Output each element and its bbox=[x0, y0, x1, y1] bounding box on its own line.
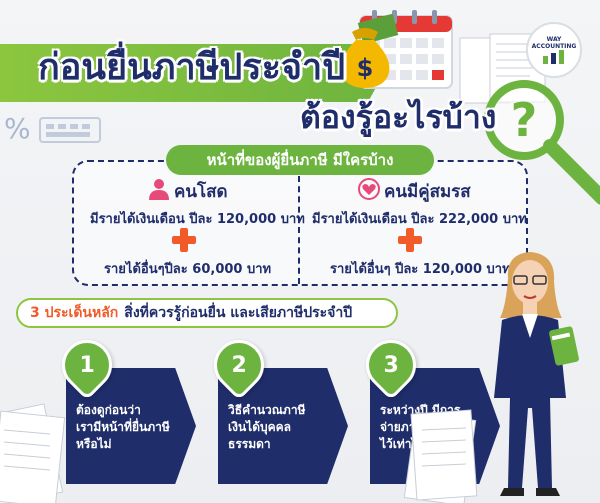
svg-text:$: $ bbox=[357, 54, 374, 82]
logo-text-line1: WAY bbox=[546, 36, 562, 43]
key-points-highlight: 3 ประเด็นหลัก bbox=[30, 305, 119, 321]
logo-text-line2: ACCOUNTING bbox=[531, 43, 577, 50]
magnifier-question-icon: ? bbox=[484, 80, 600, 205]
svg-text:%: % bbox=[4, 112, 31, 145]
svg-text:?: ? bbox=[511, 93, 538, 147]
single-salary: มีรายได้เงินเดือน ปีละ 120,000 บาท bbox=[90, 212, 305, 227]
married-salary: มีรายได้เงินเดือน ปีละ 222,000 บาท bbox=[312, 212, 527, 227]
plus-icon bbox=[172, 228, 196, 252]
single-other-income: รายได้อื่นๆปีละ 60,000 บาท bbox=[104, 262, 272, 277]
key-points-text: สิ่งที่ควรรู้ก่อนยื่น และเสียภาษีประจำปี bbox=[124, 305, 353, 321]
taxpayer-info-box bbox=[72, 160, 528, 286]
page-subtitle: ต้องรู้อะไรบ้าง bbox=[300, 98, 497, 136]
taxpayer-section-header: หน้าที่ของผู้ยื่นภาษี มีใครบ้าง bbox=[166, 145, 434, 175]
paper-stack-icon bbox=[404, 409, 478, 503]
heart-icon bbox=[358, 178, 380, 200]
single-title: คนโสด bbox=[174, 182, 228, 202]
brand-logo: WAY ACCOUNTING bbox=[526, 22, 582, 78]
point-text-2: วิธีคำนวณภาษี เงินได้บุคคล ธรรมดา bbox=[228, 403, 306, 451]
title-band bbox=[0, 44, 400, 102]
page-title: ก่อนยื่นภาษีประจำปี bbox=[38, 47, 346, 88]
person-icon bbox=[149, 179, 169, 200]
businesswoman-illustration bbox=[494, 252, 579, 496]
column-divider bbox=[298, 176, 300, 284]
paper-stack-icon bbox=[0, 403, 66, 503]
key-points-header: 3 ประเด็นหลัก สิ่งที่ควรรู้ก่อนยื่น และเ… bbox=[16, 298, 398, 328]
logo-bars-icon bbox=[543, 50, 564, 64]
married-title: คนมีคู่สมรส bbox=[384, 182, 471, 202]
keyboard-percent-decoration: % bbox=[4, 112, 101, 145]
point-text-1: ต้องดูก่อนว่า เรามีหน้าที่ยื่นภาษี หรือไ… bbox=[76, 403, 170, 451]
married-other-income: รายได้อื่นๆ ปีละ 120,000 บาท bbox=[330, 262, 511, 277]
plus-icon bbox=[398, 228, 422, 252]
money-bag-icon: $ bbox=[340, 13, 399, 88]
